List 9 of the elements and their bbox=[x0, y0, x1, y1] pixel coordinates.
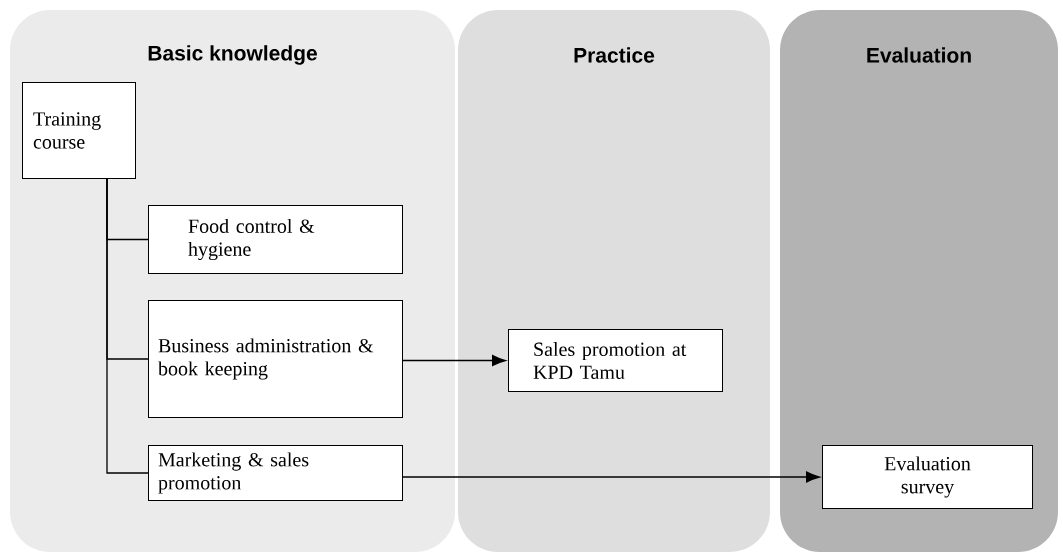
arrow bbox=[402, 471, 820, 483]
process-box: Marketing & sales promotion bbox=[148, 445, 403, 501]
process-box: Sales promotion at KPD Tamu bbox=[508, 329, 723, 392]
arrow bbox=[402, 355, 506, 366]
process-box: Business administration & book keeping bbox=[148, 300, 403, 418]
connector-line bbox=[106, 178, 149, 474]
process-box: Training course bbox=[22, 82, 136, 179]
process-box: Food control & hygiene bbox=[148, 205, 403, 274]
process-box: Evaluation survey bbox=[822, 445, 1033, 509]
